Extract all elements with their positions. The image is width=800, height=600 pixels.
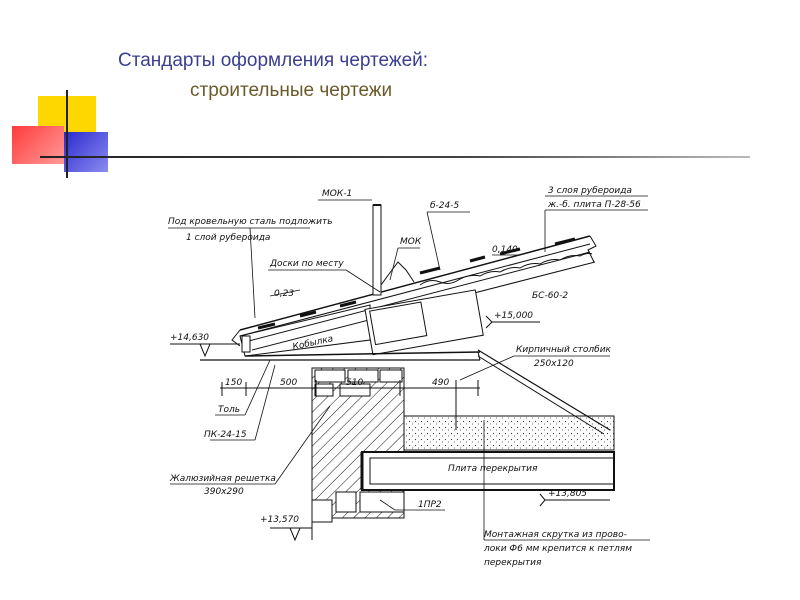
label-tol: Толь	[218, 405, 240, 415]
label-kobylka: Кобылка	[292, 334, 334, 352]
leader-lines	[168, 195, 650, 541]
corrugated-sheet	[419, 252, 593, 286]
label-grille-size: 390х290	[204, 487, 244, 497]
label-023: 0,23	[274, 289, 294, 299]
level-marks	[170, 315, 610, 542]
label-pk: ПК-24-15	[204, 430, 247, 440]
label-dim150: 150	[225, 378, 242, 388]
label-pillar-size: 250х120	[534, 359, 574, 369]
label-dim510: 510	[346, 378, 363, 388]
slide-subtitle: строительные чертежи	[190, 80, 393, 101]
dimension-line	[220, 380, 480, 430]
label-mok1: МОК-1	[322, 189, 352, 199]
label-twist1: Монтажная скрутка из прово-	[484, 530, 627, 540]
vent-pipe	[372, 204, 415, 296]
label-steel: Под кровельную сталь подложить	[168, 217, 333, 227]
label-dim490: 490	[432, 378, 449, 388]
label-b245: б-24-5	[430, 201, 459, 211]
label-grille: Жалюзийная решетка	[169, 474, 276, 484]
slide-title: Стандарты оформления чертежей:	[118, 50, 429, 71]
label-plate: ж.-б. плита П-28-56	[547, 200, 641, 210]
label-twist2: локи Ф6 мм крепится к петлям	[483, 544, 632, 554]
label-lvl15000: +15,000	[494, 311, 533, 321]
deco-blue-square	[64, 132, 108, 172]
label-bs602: БС-60-2	[532, 291, 568, 301]
label-lvl14630: +14,630	[170, 333, 209, 343]
label-boards: Доски по месту	[269, 259, 344, 269]
label-ruberoid: 1 слой рубероида	[186, 233, 270, 243]
label-twist3: перекрытия	[484, 558, 542, 568]
label-dim500: 500	[280, 378, 297, 388]
label-pillar: Кирпичный столбик	[516, 345, 612, 355]
ruberoid-layer	[257, 237, 576, 330]
label-mok: МОК	[400, 237, 422, 247]
label-lvl13570: +13,570	[260, 515, 299, 525]
label-0140: 0,140	[492, 245, 518, 255]
label-slab: Плита перекрытия	[448, 464, 538, 474]
floor-slab	[360, 415, 615, 491]
title-underline	[40, 156, 750, 158]
deco-vertical-line	[66, 90, 68, 178]
label-pr: 1ПР2	[418, 500, 442, 510]
label-lvl13805: +13,805	[548, 489, 587, 499]
label-layers: 3 слоя рубероида	[548, 186, 632, 196]
